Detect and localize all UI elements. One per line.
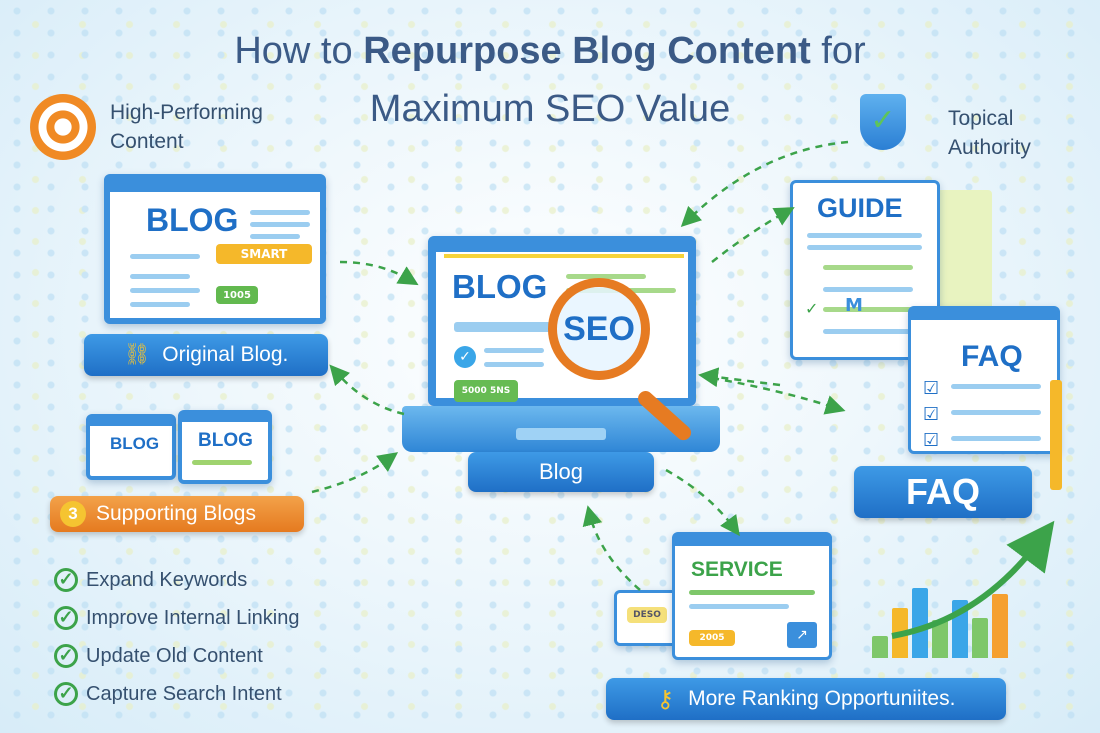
arrow-service-to-blog bbox=[582, 505, 641, 591]
original-blog-label: ⛓Original Blog. bbox=[84, 334, 328, 376]
service-window: SERVICE 2005 ↗ bbox=[672, 532, 832, 660]
blog-label: Blog bbox=[468, 452, 654, 492]
benefit-item: ✓Update Old Content bbox=[54, 644, 299, 668]
original-blog-heading: BLOG bbox=[146, 202, 239, 238]
arrow-original-to-blog bbox=[339, 260, 419, 286]
center-blog-heading: BLOG bbox=[452, 268, 548, 305]
benefit-item: ✓Expand Keywords bbox=[54, 568, 299, 592]
arrow-to-guide bbox=[711, 207, 795, 263]
guide-document: GUIDE ✓M bbox=[790, 180, 940, 360]
green-tag: 1005 bbox=[216, 286, 258, 304]
pencil-icon bbox=[1050, 380, 1062, 490]
arrow-supporting-to-blog bbox=[311, 452, 399, 494]
green-tag: 5000 5NS bbox=[454, 380, 518, 402]
arrow-blog-to-original bbox=[329, 364, 405, 416]
key-icon: ⚷ bbox=[656, 685, 675, 713]
original-blog-window: BLOG SMART 1005 bbox=[104, 174, 326, 324]
arrow-blog-to-faq bbox=[711, 376, 846, 415]
chart-icon: ↗ bbox=[787, 622, 817, 648]
ranking-opportunities-label: ⚷More Ranking Opportuniites. bbox=[606, 678, 1006, 720]
guide-heading: GUIDE bbox=[817, 193, 903, 223]
count-badge: 3 bbox=[60, 501, 86, 527]
arrow-growth-trend bbox=[891, 520, 1055, 639]
arrow-faq-to-blog bbox=[698, 367, 781, 388]
check-icon: ✓ bbox=[54, 606, 78, 630]
link-icon: ⛓ bbox=[123, 343, 151, 366]
faq-label: FAQ bbox=[854, 466, 1032, 518]
service-heading: SERVICE bbox=[691, 558, 783, 581]
check-icon: ✓ bbox=[54, 682, 78, 706]
growth-bar-chart-illustration bbox=[872, 560, 1032, 658]
laptop-screen: BLOG ✓ 5000 5NS bbox=[428, 236, 696, 406]
check-icon: ✓ bbox=[54, 644, 78, 668]
benefits-list: ✓Expand Keywords ✓Improve Internal Linki… bbox=[54, 568, 299, 706]
faq-document: FAQ ☑☑☑ bbox=[908, 306, 1060, 454]
check-icon: ✓ bbox=[54, 568, 78, 592]
smart-tag: SMART bbox=[216, 244, 312, 264]
benefit-item: ✓Improve Internal Linking bbox=[54, 606, 299, 630]
magnifier-icon: SEO bbox=[548, 278, 650, 380]
supporting-blog-window-1: BLOG bbox=[86, 414, 176, 480]
page-title-line2: Maximum SEO Value bbox=[369, 88, 731, 130]
arrow-blog-to-service bbox=[665, 468, 740, 537]
arrow-to-authority bbox=[680, 140, 849, 227]
shield-check-icon: ✓ bbox=[860, 94, 906, 150]
service-tag: 2005 bbox=[689, 630, 735, 646]
target-icon bbox=[30, 94, 96, 160]
faq-heading: FAQ bbox=[961, 340, 1023, 373]
page-title-line1: How to Repurpose Blog Content for bbox=[234, 30, 866, 72]
benefit-item: ✓Capture Search Intent bbox=[54, 682, 299, 706]
supporting-blog-window-2: BLOG bbox=[178, 410, 272, 484]
